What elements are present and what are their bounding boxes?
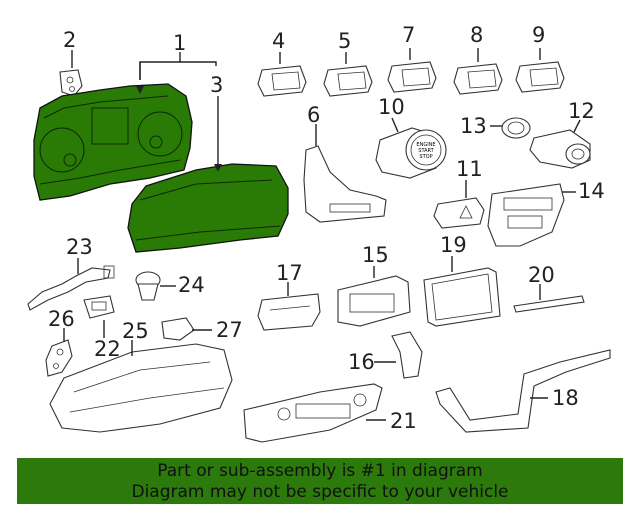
part-6-trim-panel bbox=[303, 145, 387, 223]
callout-18: 18 bbox=[552, 386, 579, 410]
callout-24: 24 bbox=[178, 273, 205, 297]
part-27-sensor bbox=[161, 317, 195, 341]
part-8-switch bbox=[453, 63, 503, 95]
callout-11: 11 bbox=[456, 157, 483, 181]
part-24-cap bbox=[135, 271, 161, 301]
callout-4: 4 bbox=[272, 29, 285, 53]
part-23-cable bbox=[27, 265, 115, 311]
callout-16: 16 bbox=[348, 350, 375, 374]
part-17-bracket bbox=[257, 293, 321, 331]
callout-12: 12 bbox=[568, 99, 595, 123]
callout-20: 20 bbox=[528, 263, 555, 287]
part-5-switch bbox=[323, 65, 373, 97]
part-18-dash-trim bbox=[435, 349, 611, 433]
part-16-bracket bbox=[391, 331, 423, 379]
callout-25: 25 bbox=[122, 319, 149, 343]
part-14-switch-panel bbox=[487, 183, 565, 247]
callout-27: 27 bbox=[216, 318, 243, 342]
start-button-text-2: START bbox=[418, 148, 434, 154]
callout-26: 26 bbox=[48, 307, 75, 331]
part-22-connector bbox=[83, 295, 115, 319]
callout-9: 9 bbox=[532, 23, 545, 47]
parts-diagram: 2 1 3 4 5 7 8 bbox=[27, 23, 611, 443]
callout-3: 3 bbox=[210, 73, 223, 97]
callout-10: 10 bbox=[378, 95, 405, 119]
callout-14: 14 bbox=[578, 179, 605, 203]
part-2-clip bbox=[59, 69, 83, 97]
callout-7: 7 bbox=[402, 23, 415, 47]
part-11-hazard-switch bbox=[433, 197, 485, 229]
part-10-start-button: ENGINE START STOP bbox=[375, 127, 447, 179]
callout-5: 5 bbox=[338, 29, 351, 53]
part-9-switch bbox=[515, 61, 565, 93]
part-1-instrument-cluster bbox=[33, 83, 193, 201]
part-7-switch bbox=[387, 61, 437, 93]
callout-22: 22 bbox=[94, 337, 121, 361]
callout-17: 17 bbox=[276, 261, 303, 285]
info-banner: Part or sub-assembly is #1 in diagram Di… bbox=[17, 458, 623, 504]
part-25-housing bbox=[49, 343, 233, 433]
callout-8: 8 bbox=[470, 23, 483, 47]
start-button-text-1: ENGINE bbox=[416, 142, 435, 148]
part-15-module bbox=[337, 275, 411, 327]
part-26-bracket bbox=[45, 339, 73, 377]
callout-1: 1 bbox=[173, 31, 186, 55]
part-19-display-screen bbox=[423, 267, 501, 327]
part-13-ring bbox=[501, 117, 531, 139]
callout-6: 6 bbox=[307, 103, 320, 127]
part-21-control-panel bbox=[243, 383, 383, 443]
start-button-text-3: STOP bbox=[419, 154, 432, 160]
banner-line-1: Part or sub-assembly is #1 in diagram bbox=[157, 461, 483, 481]
callout-21: 21 bbox=[390, 409, 417, 433]
callout-15: 15 bbox=[362, 243, 389, 267]
part-20-trim-strip bbox=[513, 295, 585, 313]
banner-line-2: Diagram may not be specific to your vehi… bbox=[131, 482, 509, 502]
part-12-socket bbox=[529, 129, 591, 169]
callout-19: 19 bbox=[440, 233, 467, 257]
callout-23: 23 bbox=[66, 235, 93, 259]
part-4-switch bbox=[257, 65, 307, 97]
part-3-cluster-lens bbox=[127, 163, 289, 253]
callout-2: 2 bbox=[63, 28, 76, 52]
callout-13: 13 bbox=[460, 114, 487, 138]
